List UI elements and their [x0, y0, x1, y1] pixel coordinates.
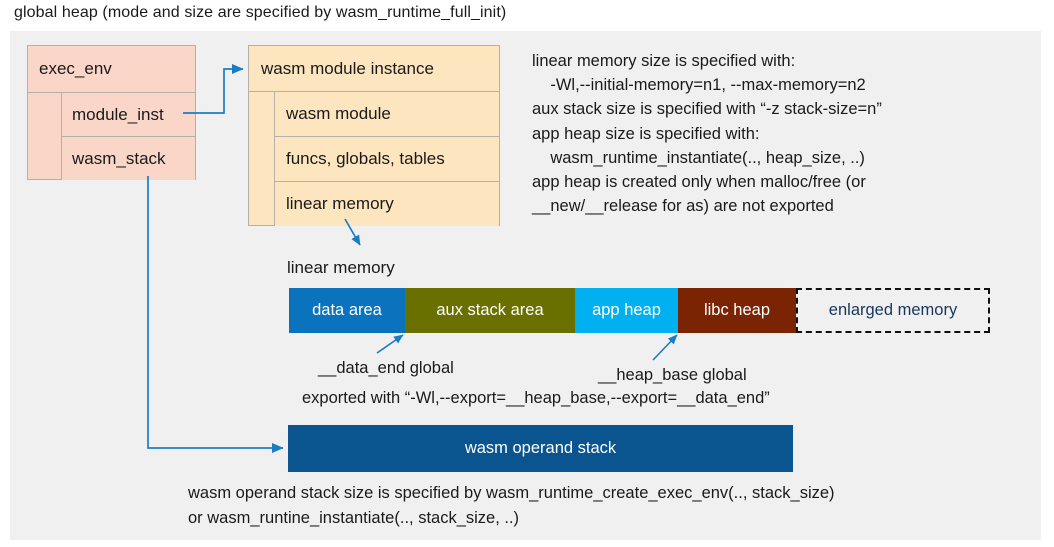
memory-segment-data-area: data area	[289, 288, 405, 333]
exec-env-row-wasm-stack: wasm_stack	[61, 137, 195, 180]
wasm-operand-stack-box: wasm operand stack	[288, 425, 793, 472]
memory-segment-aux-stack-area: aux stack area	[405, 288, 575, 333]
wasm-module-instance-header: wasm module instance	[249, 46, 499, 92]
exec-env-row-module-inst: module_inst	[61, 93, 195, 137]
linear-memory-label: linear memory	[287, 258, 395, 277]
wasm-module-instance-row-linear-memory: linear memory	[274, 182, 499, 226]
wasm-operand-stack-label: wasm operand stack	[464, 439, 617, 457]
memory-segment-app-heap: app heap	[575, 288, 678, 333]
linear-memory-notes: linear memory size is specified with: -W…	[532, 52, 882, 216]
memory-segment-enlarged-memory: enlarged memory	[796, 288, 990, 333]
annotation-data-end: __data_end global	[318, 359, 454, 377]
exec-env-header: exec_env	[28, 46, 195, 93]
page-title: global heap (mode and size are specified…	[14, 4, 507, 21]
annotation-operand-stack-note: wasm operand stack size is specified by …	[188, 484, 835, 527]
annotation-heap-base: __heap_base global	[598, 366, 747, 384]
wasm-module-instance-row-wasm-module: wasm module	[274, 92, 499, 137]
wasm-module-instance-box: wasm module instance wasm module funcs, …	[248, 45, 500, 226]
annotation-exported-with: exported with “-Wl,--export=__heap_base,…	[302, 389, 770, 407]
exec-env-box: exec_env module_inst wasm_stack	[27, 45, 196, 180]
memory-segment-libc-heap: libc heap	[678, 288, 796, 333]
wasm-module-instance-row-funcs-globals-tables: funcs, globals, tables	[274, 137, 499, 182]
